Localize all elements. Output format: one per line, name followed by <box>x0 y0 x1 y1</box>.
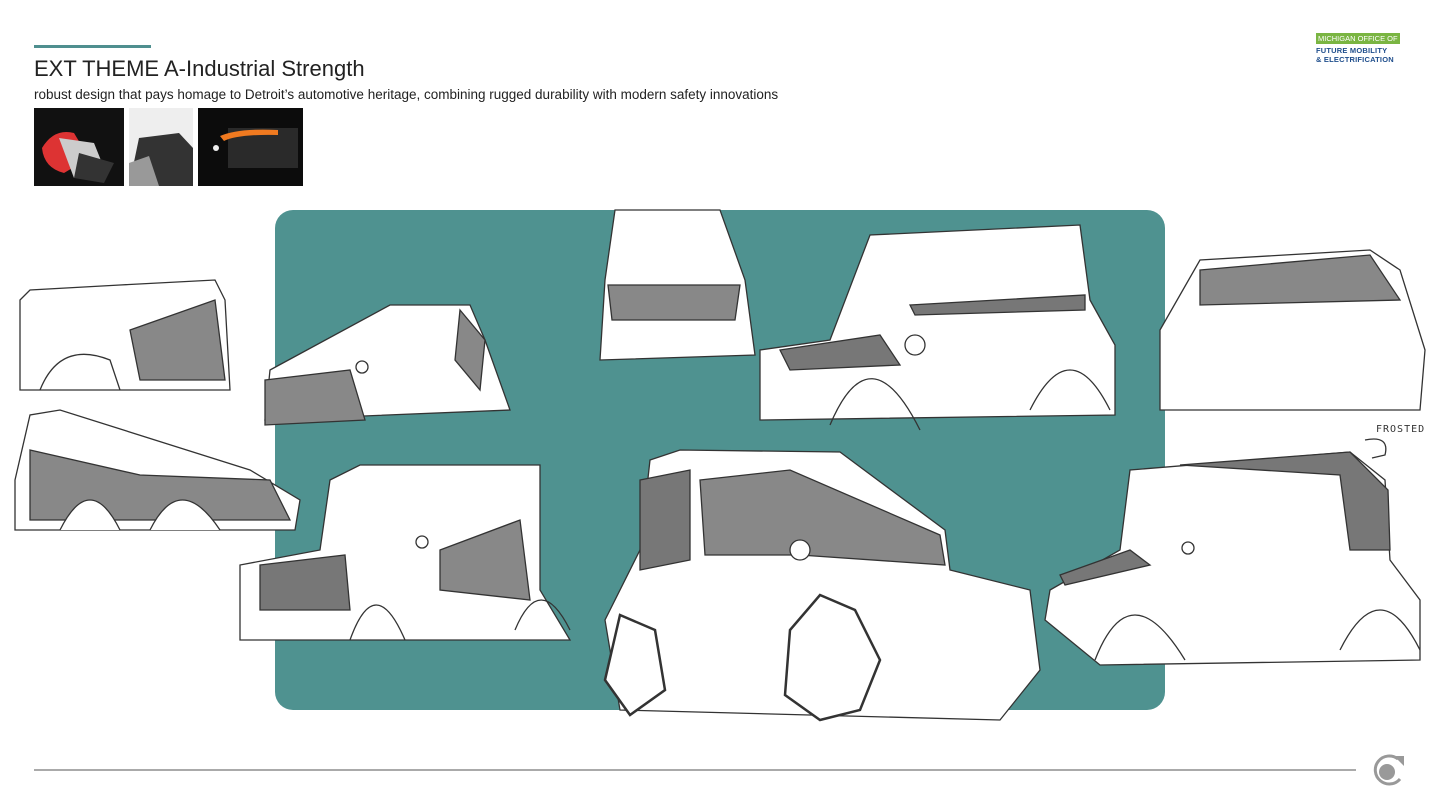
logo-line-1: MICHIGAN OFFICE OF <box>1316 33 1400 44</box>
frosted-annotation: FROSTED <box>1376 424 1426 435</box>
sketch-large-front-center <box>603 449 1041 722</box>
sketch-large-side-top <box>759 224 1116 431</box>
title-accent-line <box>34 45 151 48</box>
reference-image-panel <box>129 108 193 186</box>
sketch-rear-left-top <box>19 279 231 391</box>
page-subtitle: robust design that pays homage to Detroi… <box>34 87 779 102</box>
reference-image-taillight <box>34 108 124 186</box>
vehicle-sketches <box>14 209 1426 722</box>
logo-line-3: & ELECTRIFICATION <box>1316 55 1394 64</box>
page-title: EXT THEME A-Industrial Strength <box>34 56 365 81</box>
footer-divider <box>34 769 1356 771</box>
michigan-office-logo: MICHIGAN OFFICE OF FUTURE MOBILITY & ELE… <box>1316 28 1408 64</box>
sketch-side-right-bottom <box>1044 438 1421 666</box>
reference-image-light-bar <box>198 108 303 186</box>
sketch-rear-three-quarter-center-left <box>239 464 572 641</box>
sketch-front-view <box>599 209 756 361</box>
logo-line-2: FUTURE MOBILITY <box>1316 46 1388 55</box>
sketch-side-left-bottom <box>14 409 301 531</box>
sketch-rear-right-top <box>1159 249 1426 411</box>
sketch-front-three-quarter <box>264 304 511 426</box>
footer-brand-logo-icon <box>1373 754 1404 786</box>
